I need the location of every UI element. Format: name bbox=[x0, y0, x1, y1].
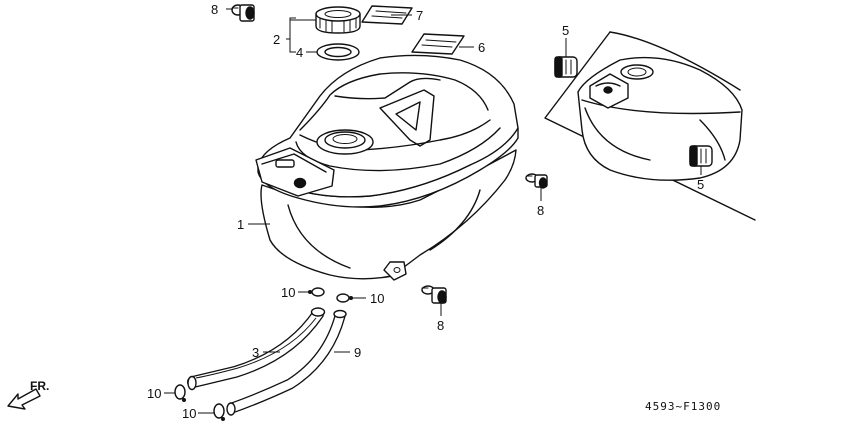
bolt-8-top bbox=[231, 4, 255, 22]
clip-10-b bbox=[336, 293, 353, 303]
grommet-5-lower bbox=[689, 145, 713, 167]
label-7 bbox=[361, 5, 413, 25]
callout-2: 2 bbox=[273, 32, 280, 47]
callout-4: 4 bbox=[296, 45, 303, 60]
cap-gasket bbox=[316, 43, 360, 61]
front-direction-indicator: FR. bbox=[7, 379, 49, 410]
clip-10-d bbox=[213, 403, 225, 421]
callout-5-lower: 5 bbox=[697, 177, 704, 192]
grommet-5-upper bbox=[554, 56, 578, 78]
callout-9: 9 bbox=[354, 345, 361, 360]
bolt-8-mid bbox=[525, 173, 548, 189]
callout-10-c: 10 bbox=[147, 386, 161, 401]
callout-10-a: 10 bbox=[281, 285, 295, 300]
hose-3 bbox=[187, 307, 326, 391]
callout-5-upper: 5 bbox=[562, 23, 569, 38]
callout-6: 6 bbox=[478, 40, 485, 55]
callout-8-top: 8 bbox=[211, 2, 218, 17]
inset-view bbox=[544, 31, 756, 221]
front-direction-label: FR. bbox=[30, 379, 49, 393]
callouts: 8 7 2 4 6 5 5 1 8 8 10 10 3 9 10 10 bbox=[147, 2, 704, 421]
callout-1: 1 bbox=[237, 217, 244, 232]
bolt-8-bottom bbox=[421, 285, 447, 304]
label-6 bbox=[411, 33, 465, 55]
callout-10-d: 10 bbox=[182, 406, 196, 421]
callout-7: 7 bbox=[416, 8, 423, 23]
fuel-tank bbox=[255, 54, 519, 281]
callout-8-bottom: 8 bbox=[437, 318, 444, 333]
callout-3: 3 bbox=[252, 345, 259, 360]
leader-lines bbox=[164, 8, 702, 414]
front-arrow-icon bbox=[7, 388, 41, 410]
fuel-cap bbox=[315, 6, 361, 34]
diagram-code: 4593~F1300 bbox=[645, 400, 721, 413]
callout-10-b: 10 bbox=[370, 291, 384, 306]
hose-9 bbox=[226, 309, 347, 416]
clip-10-c bbox=[174, 384, 186, 402]
callout-8-mid: 8 bbox=[537, 203, 544, 218]
